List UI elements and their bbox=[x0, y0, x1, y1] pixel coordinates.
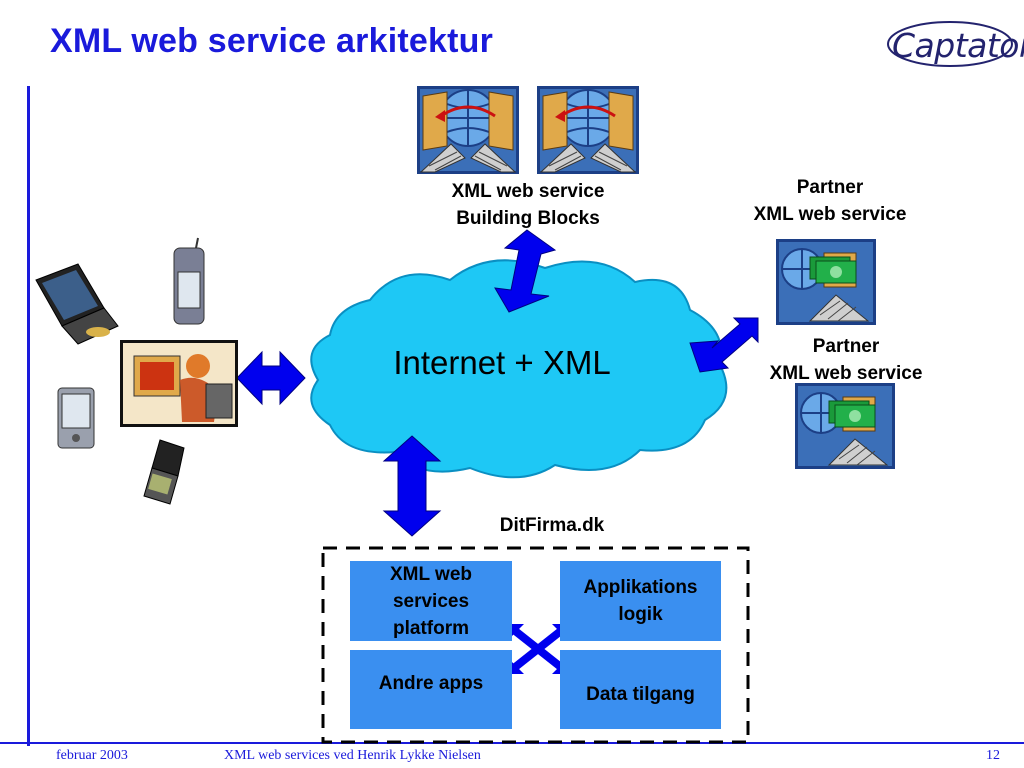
partner-top-line2: XML web service bbox=[753, 204, 907, 225]
applikation-line2: logik bbox=[618, 604, 663, 625]
laptop-image bbox=[35, 263, 119, 345]
flip-phone-image bbox=[143, 439, 185, 505]
pda-image bbox=[57, 387, 95, 449]
platform-line1: XML web bbox=[390, 563, 472, 585]
footer-date: februar 2003 bbox=[56, 748, 128, 763]
arrow-user-to-cloud bbox=[236, 350, 306, 406]
applikation-line1: Applikations bbox=[583, 577, 698, 598]
building-block-image-2 bbox=[535, 84, 641, 176]
left-rule bbox=[27, 86, 30, 746]
arrow-cloud-to-partner bbox=[689, 317, 759, 373]
mobile-phone-image bbox=[173, 237, 205, 325]
captator-logo bbox=[887, 21, 1013, 67]
partner-bottom-line1: Partner bbox=[812, 336, 880, 357]
footer-center: XML web services ved Henrik Lykke Nielse… bbox=[224, 748, 481, 763]
platform-line2: services bbox=[392, 590, 470, 612]
internet-cloud bbox=[310, 259, 728, 479]
slide-title: XML web service arkitektur bbox=[50, 22, 493, 60]
partner-top-label: Partner XML web service bbox=[730, 174, 930, 228]
partner-image-bottom bbox=[794, 382, 896, 470]
logo-text: Captator bbox=[892, 26, 1024, 65]
andre-apps-label: Andre apps bbox=[378, 673, 484, 694]
arrow-cloud-to-company bbox=[382, 435, 442, 537]
company-boundary bbox=[321, 546, 750, 744]
applikation-box: Applikations logik bbox=[560, 561, 721, 641]
footer-page-number: 12 bbox=[986, 748, 1000, 763]
data-tilgang-label: Data tilgang bbox=[586, 684, 695, 705]
platform-box: XML web services platform bbox=[350, 561, 512, 641]
andre-apps-box: Andre apps bbox=[350, 650, 512, 729]
data-tilgang-box: Data tilgang bbox=[560, 650, 721, 729]
partner-top-line1: Partner bbox=[796, 177, 864, 198]
partner-image-top bbox=[775, 238, 877, 326]
building-blocks-line1: XML web service bbox=[451, 181, 605, 202]
company-label: DitFirma.dk bbox=[499, 515, 605, 536]
cloud-label: Internet + XML bbox=[393, 344, 611, 381]
building-blocks-label: XML web service Building Blocks bbox=[418, 178, 638, 232]
platform-line3: platform bbox=[393, 617, 469, 639]
arrow-cloud-to-blocks bbox=[494, 229, 557, 313]
partner-bottom-label: Partner XML web service bbox=[746, 333, 946, 387]
partner-bottom-line2: XML web service bbox=[769, 363, 923, 384]
building-block-image-1 bbox=[415, 84, 521, 176]
building-blocks-line2: Building Blocks bbox=[456, 208, 600, 229]
user-at-computer-image bbox=[120, 340, 238, 427]
